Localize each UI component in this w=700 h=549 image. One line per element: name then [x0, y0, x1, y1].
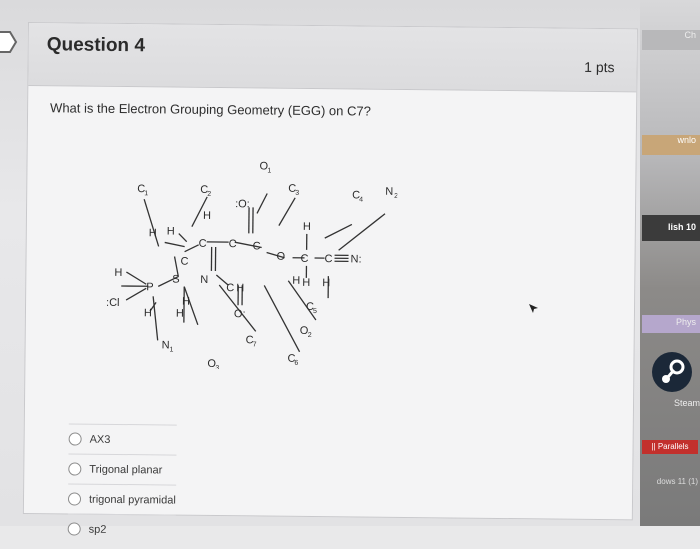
steam-icon[interactable] [652, 352, 692, 392]
svg-text:C: C [199, 238, 207, 250]
question-text: What is the Electron Grouping Geometry (… [50, 100, 371, 118]
svg-text:O: O [276, 251, 285, 263]
mouse-cursor-icon [528, 303, 540, 315]
back-arrow-icon[interactable] [0, 28, 18, 56]
svg-text:C: C [324, 253, 332, 265]
option-trigonal-planar[interactable]: Trigonal planar [68, 453, 176, 484]
svg-text:H: H [149, 227, 157, 239]
svg-text:N: N [200, 274, 208, 286]
steam-label: Steam [644, 398, 700, 408]
option-label: trigonal pyramidal [89, 493, 176, 506]
svg-text:H: H [144, 307, 152, 319]
svg-text:S: S [172, 274, 179, 286]
question-points: 1 pts [584, 59, 615, 75]
desktop-tile-downloads[interactable]: wnlo [642, 135, 700, 155]
svg-text:H: H [292, 275, 300, 287]
svg-text:N:: N: [350, 253, 361, 265]
desktop-tile-top[interactable]: Ch [642, 30, 700, 50]
svg-text:4: 4 [359, 196, 363, 203]
question-title: Question 4 [47, 34, 145, 57]
svg-text:2: 2 [394, 193, 398, 200]
svg-text:H: H [182, 296, 190, 308]
option-sp2[interactable]: sp2 [68, 513, 176, 544]
svg-text:H: H [114, 267, 122, 279]
desktop-tile-physics[interactable]: Phys [642, 315, 700, 333]
parallels-icon[interactable]: || Parallels [642, 440, 698, 454]
svg-text:N: N [385, 186, 393, 198]
windows-vm-label: dows 11 (1) [640, 477, 698, 486]
svg-text::O:: :O: [235, 198, 250, 210]
svg-text:3: 3 [215, 365, 219, 371]
svg-text:H: H [167, 225, 175, 237]
svg-text:C: C [300, 253, 308, 265]
option-label: Trigonal planar [89, 463, 162, 476]
svg-text:H: H [303, 221, 311, 233]
svg-text::Cl: :Cl [106, 297, 120, 309]
svg-text:1: 1 [170, 347, 174, 354]
screen: Question 4 1 pts What is the Electron Gr… [0, 0, 700, 526]
svg-text:H: H [322, 277, 330, 289]
svg-text:1: 1 [144, 190, 148, 197]
svg-text:C: C [253, 240, 261, 252]
svg-text:P: P [146, 281, 153, 293]
svg-text:6: 6 [294, 360, 298, 367]
svg-text:O:: O: [234, 308, 246, 320]
svg-text:N: N [162, 339, 170, 351]
svg-text:5: 5 [313, 308, 317, 315]
radio-button[interactable] [69, 432, 82, 445]
svg-text:7: 7 [253, 341, 257, 348]
svg-text:3: 3 [295, 190, 299, 197]
option-ax3[interactable]: AX3 [68, 423, 176, 454]
option-label: sp2 [89, 523, 107, 535]
radio-button[interactable] [68, 462, 81, 475]
svg-text:1: 1 [267, 168, 271, 175]
radio-button[interactable] [68, 492, 81, 505]
svg-text:H: H [236, 282, 244, 294]
svg-text:C: C [229, 238, 237, 250]
svg-text:C: C [180, 256, 188, 268]
svg-text:H: H [302, 277, 310, 289]
radio-button[interactable] [68, 522, 81, 535]
svg-text:H: H [203, 210, 211, 222]
option-label: AX3 [90, 433, 111, 445]
option-trigonal-pyramidal[interactable]: trigonal pyramidal [68, 483, 176, 514]
svg-text:H: H [176, 308, 184, 320]
svg-text:2: 2 [308, 332, 312, 339]
desktop-tile-english[interactable]: lish 10 [642, 215, 700, 241]
question-header: Question 4 1 pts [28, 23, 637, 92]
answer-options: AX3 Trigonal planar trigonal pyramidal s… [68, 423, 177, 544]
svg-text:2: 2 [207, 191, 211, 198]
question-card: Question 4 1 pts What is the Electron Gr… [23, 22, 638, 520]
svg-text:C: C [226, 282, 234, 294]
